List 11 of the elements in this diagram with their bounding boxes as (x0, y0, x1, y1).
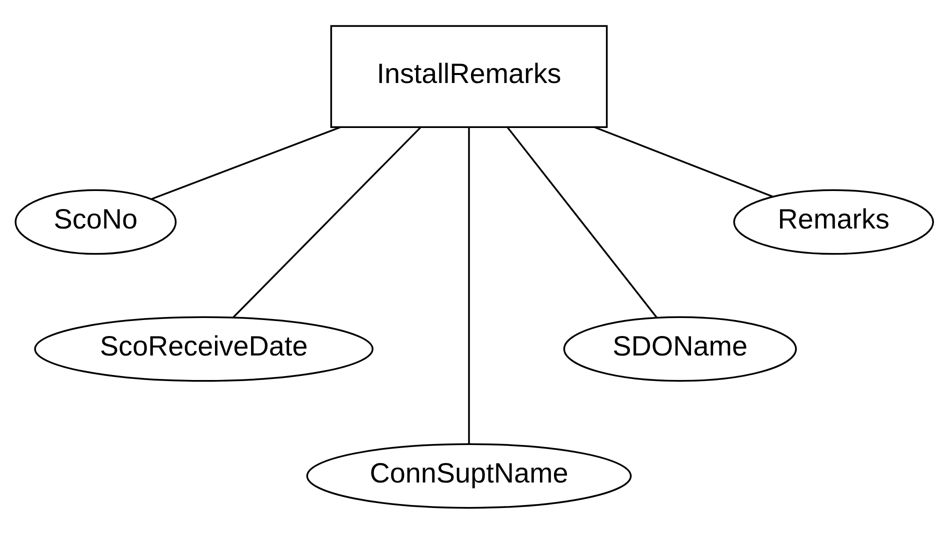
node-ellipse: Remarks (733, 188, 934, 254)
connector (468, 127, 470, 444)
node-ellipse: ScoNo (14, 188, 177, 254)
connector (152, 126, 341, 200)
node-box: InstallRemarks (330, 24, 608, 128)
connector (594, 126, 773, 197)
connector (507, 126, 658, 318)
node-ellipse: ConnSuptName (306, 442, 632, 508)
connector (232, 126, 421, 318)
node-ellipse: SDOName (563, 316, 797, 382)
node-ellipse: ScoReceiveDate (34, 316, 374, 382)
